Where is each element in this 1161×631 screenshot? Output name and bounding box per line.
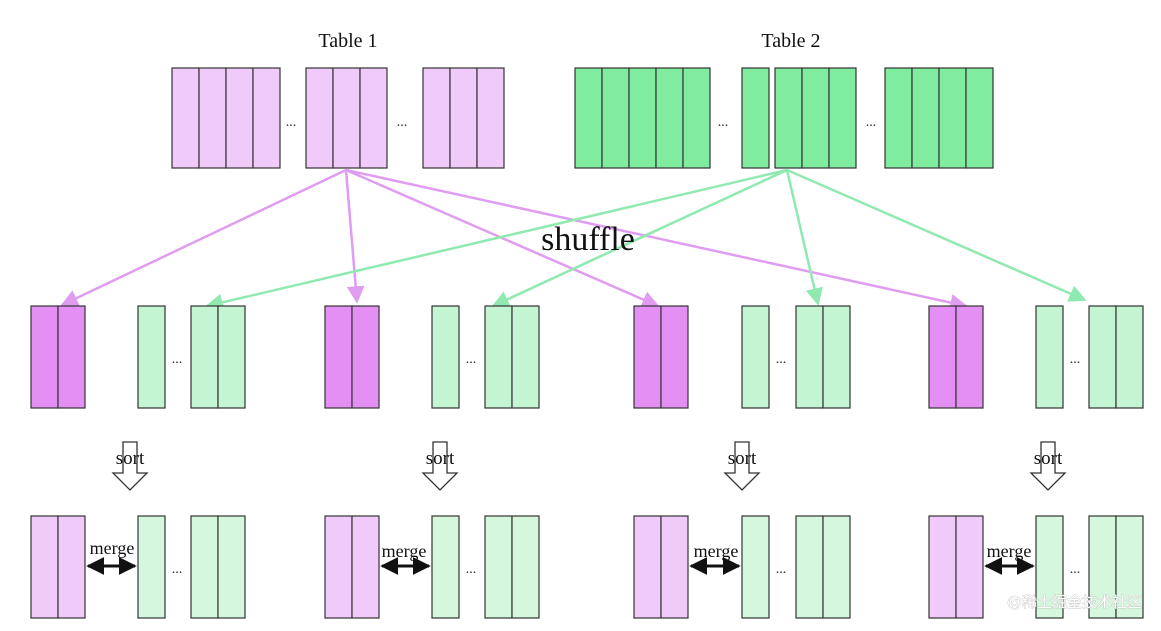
sort-down-arrow-icon [111, 441, 149, 491]
sorted-pink-4 [928, 515, 984, 619]
sorted-ellipsis-2: ... [466, 562, 477, 577]
shuffle-arrows-table1 [60, 168, 968, 312]
partition-green-single-1 [137, 305, 166, 409]
pink-arrow-4 [345, 168, 968, 312]
sorted-green-single-3 [741, 515, 770, 619]
sort-down-arrow-icon [723, 441, 761, 491]
sorted-green-double-3 [795, 515, 851, 619]
green-arrow-3 [785, 169, 823, 306]
sort-step-4: sort [1029, 441, 1067, 491]
shuffle-arrows-table2 [205, 168, 1087, 311]
partition-pink-1 [30, 305, 86, 409]
sort-label: sort [426, 448, 455, 469]
watermark: @稀土掘金技术社区 [1007, 593, 1142, 611]
sorted-pink-1 [30, 515, 86, 619]
sorted-green-single-2 [431, 515, 460, 619]
sorted-pink-2 [324, 515, 380, 619]
sorted-green-double-4 [1088, 515, 1144, 619]
sorted-green-double-1 [190, 515, 246, 619]
table1-ellipsis-1: ... [286, 115, 297, 130]
sort-step-2: sort [421, 441, 459, 491]
table2-title: Table 2 [761, 30, 820, 52]
partition-pink-4 [928, 305, 984, 409]
sort-down-arrow-icon [421, 441, 459, 491]
partition-green-single-2 [431, 305, 460, 409]
table2-block-1 [574, 67, 711, 169]
table2-block-3 [884, 67, 994, 169]
partition-pink-2 [324, 305, 380, 409]
table1-block-1 [171, 67, 281, 169]
sorted-ellipsis-4: ... [1070, 562, 1081, 577]
sort-step-1: sort [111, 441, 149, 491]
partition-green-double-1 [190, 305, 246, 409]
sort-step-3: sort [723, 441, 761, 491]
partition-green-double-4 [1088, 305, 1144, 409]
green-arrow-4 [786, 168, 1087, 302]
sorted-green-single-1 [137, 515, 166, 619]
sorted-green-single-4 [1035, 515, 1064, 619]
table1-title: Table 1 [318, 30, 377, 52]
sorted-ellipsis-3: ... [776, 562, 787, 577]
partition-ellipsis-4: ... [1070, 352, 1081, 367]
sort-label: sort [116, 448, 145, 469]
sorted-ellipsis-1: ... [172, 562, 183, 577]
table2-ellipsis-2: ... [866, 115, 877, 130]
shuffle-label: shuffle [541, 221, 635, 258]
merge-label-4: merge [987, 541, 1032, 561]
merge-label-2: merge [382, 541, 427, 561]
table1-ellipsis-2: ... [397, 115, 408, 130]
partition-green-double-2 [484, 305, 540, 409]
green-arrow-2 [491, 168, 788, 308]
table2-block-2 [741, 67, 857, 169]
table1-block-3 [422, 67, 505, 169]
table2-ellipsis-1: ... [718, 115, 729, 130]
partition-green-single-4 [1035, 305, 1064, 409]
green-arrow-1 [205, 168, 788, 311]
merge-label-3: merge [694, 541, 739, 561]
sort-down-arrow-icon [1029, 441, 1067, 491]
sorted-pink-3 [633, 515, 689, 619]
pink-arrow-2 [344, 169, 365, 304]
sorted-green-double-2 [484, 515, 540, 619]
sort-label: sort [1034, 448, 1063, 469]
pink-arrow-1 [60, 168, 347, 307]
merge-label-1: merge [90, 538, 135, 558]
partition-ellipsis-1: ... [172, 352, 183, 367]
partition-ellipsis-2: ... [466, 352, 477, 367]
partition-pink-3 [633, 305, 689, 409]
partition-ellipsis-3: ... [776, 352, 787, 367]
partition-green-double-3 [795, 305, 851, 409]
sort-label: sort [728, 448, 757, 469]
table1-block-2 [305, 67, 388, 169]
partition-green-single-3 [741, 305, 770, 409]
